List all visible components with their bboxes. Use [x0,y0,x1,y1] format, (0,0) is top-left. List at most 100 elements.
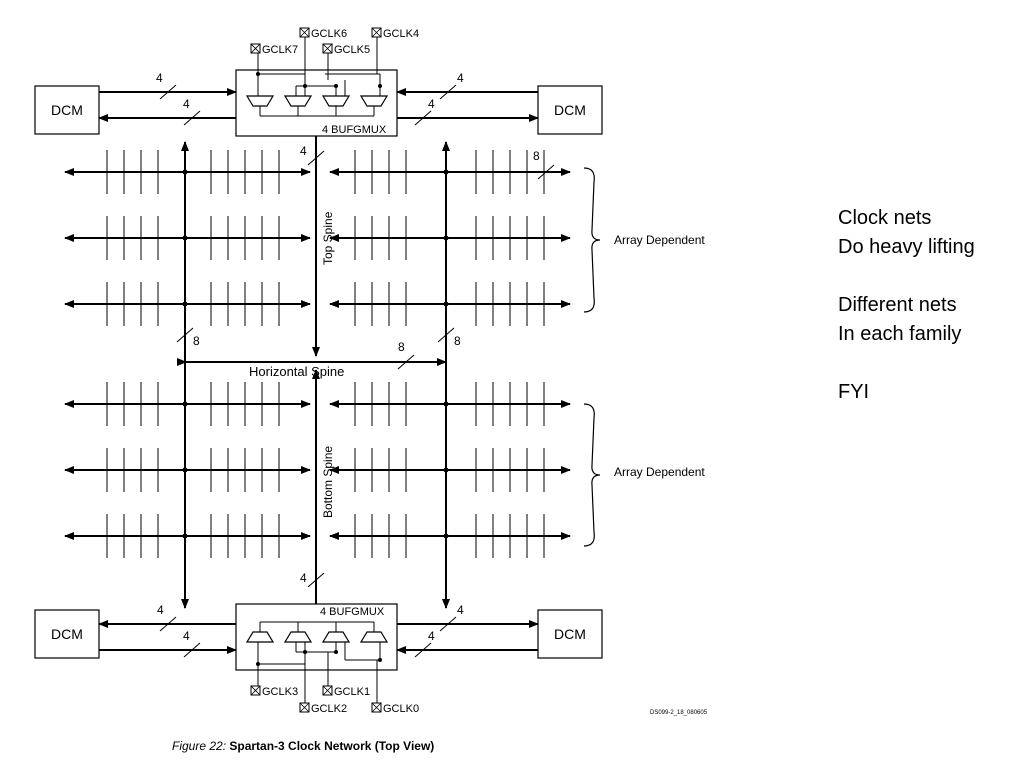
gclk-label: GCLK7 [262,44,298,56]
gclk-pin-icon-x2 [299,27,310,38]
gclk-pin-icon-x2 [250,685,261,696]
gclk-label: GCLK4 [383,28,419,40]
dcm-label: DCM [554,102,586,118]
gclk-label: GCLK3 [262,686,298,698]
row-junction [182,235,188,241]
bus-width-slash [159,616,177,632]
horizontal-spine-label: Horizontal Spine [249,364,344,379]
row-junction [182,401,188,407]
bus-width-label: 4 [428,629,435,643]
bus-width-label: 4 [457,603,464,617]
document-id: DS099-2_18_080605 [650,710,708,716]
mux-top [283,95,313,107]
junction-dot [334,84,338,88]
mux-bottom [245,631,275,643]
row-junction [182,467,188,473]
junction-dot [378,84,382,88]
bus-width-slash [414,642,432,658]
bus-width-label: 4 [157,603,164,617]
row-junction [443,401,449,407]
mux-top [359,95,389,107]
gclk-pin-icon-x2 [250,43,261,54]
figure-caption: Figure 22: Spartan-3 Clock Network (Top … [172,739,434,753]
bufgmux-label-top: 4 BUFGMUX [322,124,387,136]
junction-dot [303,84,307,88]
mux-top [245,95,275,107]
bus-width-label: 4 [300,144,307,158]
gclk-label: GCLK5 [334,44,370,56]
gclk-pin-icon-x2 [322,685,333,696]
bus-width-slash [307,150,325,166]
bottom-spine-label: Bottom Spine [321,446,335,518]
gclk-label: GCLK6 [311,28,347,40]
bus-width-slash [307,572,325,588]
bus-width-label: 8 [193,334,200,348]
dcm-box [34,609,100,659]
dcm-label: DCM [51,102,83,118]
note-fyi: FYI [838,381,870,403]
junction-dot [303,650,307,654]
note-different-nets: Different nets [838,294,957,316]
bus-width-slash [437,327,455,343]
bus-width-slash [397,354,415,370]
bus-width-label: 4 [457,71,464,85]
bus-width-label: 4 [183,97,190,111]
row-junction [182,301,188,307]
array-dependent-label: Array Dependent [614,465,705,479]
gclk-pin-icon-x2 [371,702,382,713]
gclk-pin-icon [250,43,261,54]
gclk-pin-icon-x2 [371,27,382,38]
bus-width-slash [439,616,457,632]
caption-title: Spartan-3 Clock Network (Top View) [229,739,434,753]
top-spine-label: Top Spine [321,211,335,265]
row-junction [182,533,188,539]
bus-width-slash [176,327,194,343]
dcm-box [537,85,603,135]
junction-dot [378,658,382,662]
mux-top [321,95,351,107]
brace-lower [583,403,601,547]
row-junction [443,301,449,307]
gclk-pin-icon-x2 [299,702,310,713]
bus-width-slash [159,84,177,100]
gclk-label: GCLK1 [334,686,370,698]
bus-width-slash [439,84,457,100]
bus-width-label: 4 [156,71,163,85]
brace-upper [583,167,601,313]
dcm-label: DCM [554,626,586,642]
mux-bottom [321,631,351,643]
gclk-label: GCLK0 [383,703,419,715]
bus-width-slash [183,642,201,658]
bufgmux-label-bottom: 4 BUFGMUX [320,606,385,618]
dcm-box [34,85,100,135]
bus-width-label: 8 [454,334,461,348]
caption-prefix: Figure 22: [172,739,229,753]
bus-width-label: 8 [533,149,540,163]
mux-bottom [359,631,389,643]
note-heavy-lifting: Do heavy lifting [838,236,975,258]
array-dependent-label: Array Dependent [614,233,705,247]
row-junction [443,467,449,473]
side-notes: Clock nets Do heavy lifting Different ne… [838,204,1024,407]
bus-width-slash [414,110,432,126]
bus-width-label: 4 [183,629,190,643]
note-each-family: In each family [838,323,962,345]
mux-bottom [283,631,313,643]
gclk-pin-icon-x2 [322,43,333,54]
dcm-box [537,609,603,659]
row-junction [443,169,449,175]
note-clock-nets: Clock nets [838,207,932,229]
row-junction [443,533,449,539]
gclk-label: GCLK2 [311,703,347,715]
wires-layer [34,27,603,713]
bus-width-slash [537,164,555,180]
row-junction [182,169,188,175]
gclk-pin-icon [250,685,261,696]
bus-width-label: 4 [300,571,307,585]
junction-dot [334,650,338,654]
bus-width-slash [183,110,201,126]
row-junction [443,235,449,241]
